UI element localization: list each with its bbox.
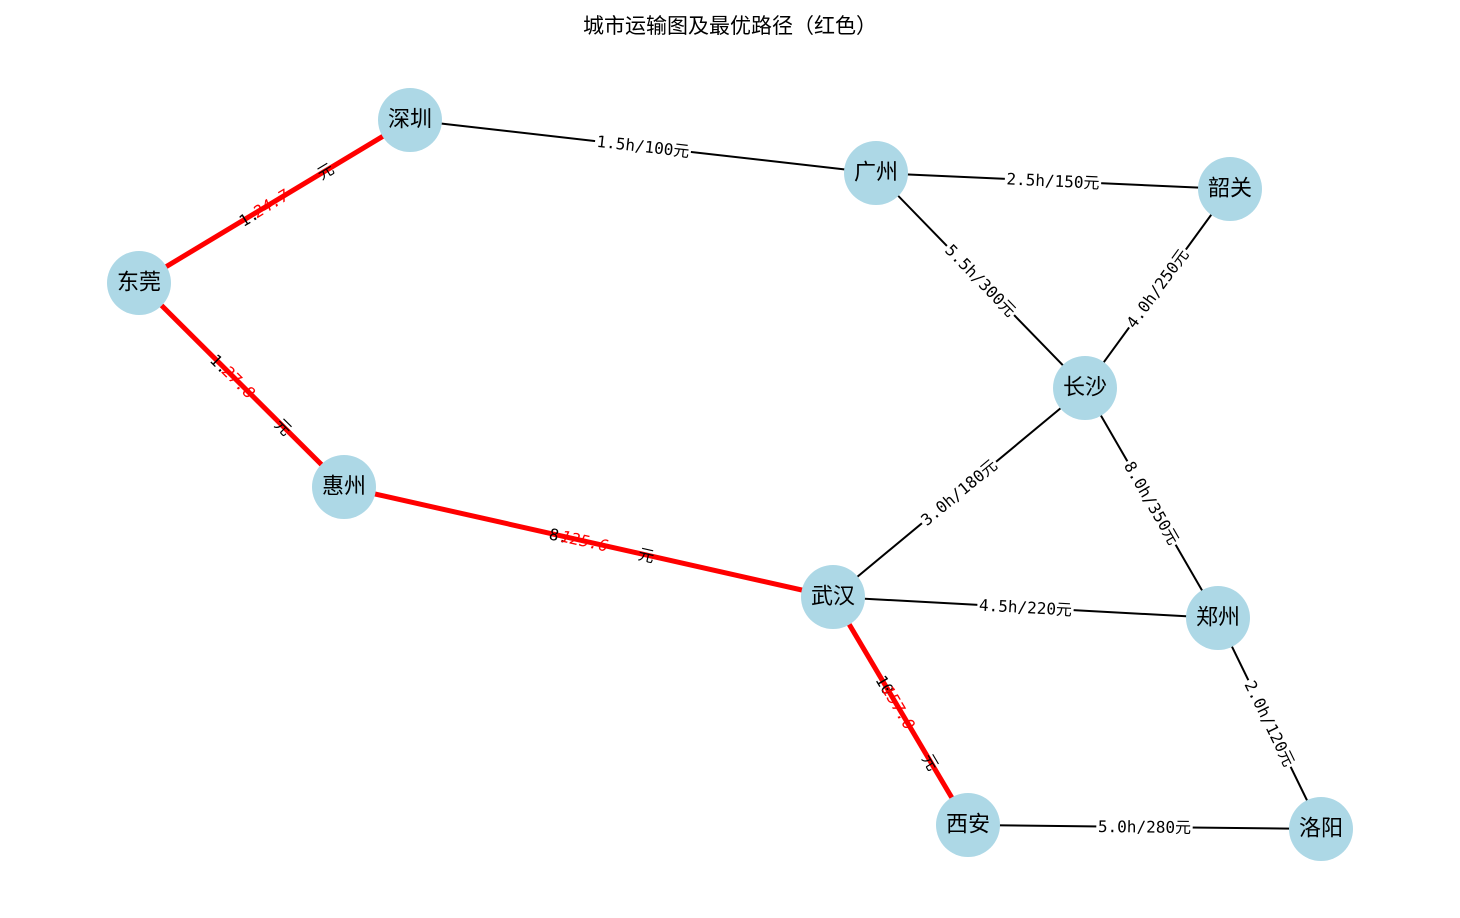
node-广州: 广州 xyxy=(844,141,908,205)
node-label: 西安 xyxy=(946,813,990,838)
node-label: 广州 xyxy=(854,161,898,186)
edge-label-text: 5.0h/280元 xyxy=(1098,817,1191,837)
edge-label-cost-text: 125.6 xyxy=(559,527,610,556)
optimal-path-edge-东莞-惠州 xyxy=(137,281,346,489)
optimal-path-edge-惠州-武汉 xyxy=(343,484,834,600)
node-label: 惠州 xyxy=(322,475,366,500)
edge-label-text: 3.0h/180元 xyxy=(917,455,1001,529)
node-circle xyxy=(1289,797,1353,861)
edge-label-text: 8.0h/350元 xyxy=(1120,458,1183,548)
edge-label-background xyxy=(914,452,1004,533)
edge-label-cost-text: 157.0 xyxy=(878,682,919,733)
node-circle xyxy=(107,251,171,315)
node-长沙: 长沙 xyxy=(1053,356,1117,420)
edge-label-长沙-武汉: 3.0h/180元 xyxy=(914,452,1004,533)
node-circle xyxy=(1186,586,1250,650)
edge-label-韶关-长沙: 4.0h/250元 xyxy=(1119,242,1196,335)
node-circle xyxy=(1053,356,1117,420)
diagram-title: 城市运输图及最优路径（红色） xyxy=(583,14,877,38)
node-label: 武汉 xyxy=(811,585,855,610)
optimal-path-edge-武汉-西安 xyxy=(830,595,971,827)
node-label: 洛阳 xyxy=(1299,817,1343,842)
edge-label-武汉-郑州: 4.5h/220元 xyxy=(976,592,1075,623)
node-西安: 西安 xyxy=(936,793,1000,857)
node-惠州: 惠州 xyxy=(312,455,376,519)
edge-label-广州-长沙: 5.5h/300元 xyxy=(938,237,1023,324)
edge-label-background xyxy=(1116,455,1187,551)
node-武汉: 武汉 xyxy=(801,565,865,629)
edge-label-东莞-惠州: 1.元27.8 xyxy=(206,350,295,439)
edge-label-广州-韶关: 2.5h/150元 xyxy=(1004,166,1102,196)
node-深圳: 深圳 xyxy=(378,88,442,152)
node-label: 东莞 xyxy=(117,271,161,296)
edge-label-background xyxy=(976,592,1075,623)
edge-label-深圳-广州: 1.5h/100元 xyxy=(593,129,693,164)
node-circle xyxy=(844,141,908,205)
edge-label-text: 5.5h/300元 xyxy=(941,241,1020,321)
edge-label-text: 2.5h/150元 xyxy=(1006,169,1100,192)
edge-label-西安-洛阳: 5.0h/280元 xyxy=(1096,814,1193,840)
node-label: 长沙 xyxy=(1063,376,1107,401)
node-韶关: 韶关 xyxy=(1198,157,1262,221)
node-circle xyxy=(312,455,376,519)
edge-label-深圳-东莞: 1.元24.7 xyxy=(235,159,337,231)
edge-label-郑州-洛阳: 2.0h/120元 xyxy=(1237,674,1302,773)
edge-label-background xyxy=(1096,814,1193,840)
node-郑州: 郑州 xyxy=(1186,586,1250,650)
node-洛阳: 洛阳 xyxy=(1289,797,1353,861)
node-circle xyxy=(1198,157,1262,221)
node-label: 韶关 xyxy=(1208,177,1252,202)
edge-label-background xyxy=(938,237,1023,324)
node-label: 郑州 xyxy=(1196,606,1240,631)
edge-label-time-text: 8.元 xyxy=(547,524,656,566)
optimal-path-edge-深圳-东莞 xyxy=(137,117,412,286)
edge-label-text: 4.0h/250元 xyxy=(1122,245,1192,331)
node-东莞: 东莞 xyxy=(107,251,171,315)
edge-label-text: 2.0h/120元 xyxy=(1241,678,1299,770)
edge-label-background xyxy=(593,129,693,164)
edge-label-cost-text: 24.7 xyxy=(250,185,293,221)
edge-label-长沙-郑州: 8.0h/350元 xyxy=(1116,455,1187,551)
edge-label-background xyxy=(1119,242,1196,335)
edge-label-background xyxy=(1004,166,1102,196)
node-circle xyxy=(801,565,865,629)
node-label: 深圳 xyxy=(388,108,432,133)
node-circle xyxy=(378,88,442,152)
edges-layer xyxy=(137,117,1322,830)
node-circle xyxy=(936,793,1000,857)
edge-label-background xyxy=(1237,674,1302,773)
